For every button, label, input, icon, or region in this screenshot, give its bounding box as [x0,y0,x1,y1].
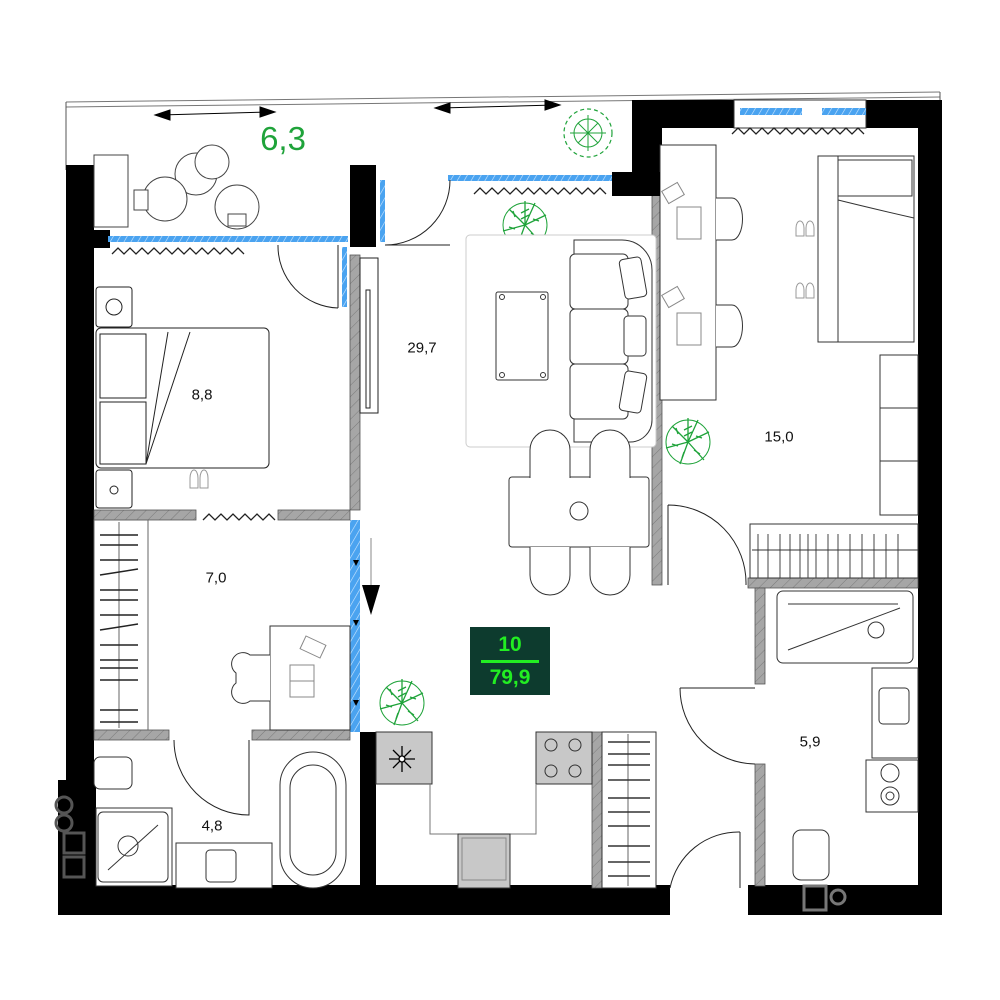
bathroom-2-area-label: 5,9 [799,733,821,751]
balcony-area-label: 6,3 [260,120,306,157]
balcony-furniture [93,140,278,230]
master-bedroom-area-label: 15,0 [764,428,794,446]
living-kitchen-area-label: 29,7 [407,339,437,357]
bathroom-1-fixtures [54,751,347,889]
fridge-snowflake-icon [389,746,415,772]
entry-arrow [362,538,380,615]
master-bedroom-furniture [659,144,919,579]
structural-columns [612,122,680,196]
badge-divider [481,659,539,663]
exterior-walls [58,100,942,915]
living-furniture [465,234,657,596]
kitchen-fixtures [375,731,657,889]
bathroom-1-area-label: 4,8 [201,817,223,835]
apartment-total-area: 79,9 [489,665,531,689]
doors [173,179,756,889]
sliding-arrows [153,99,562,121]
windows [108,99,867,732]
plant-icons [379,108,711,726]
study-area-label: 7,0 [205,569,227,587]
study-desk [231,625,351,731]
bathroom-2-fixtures [776,590,919,912]
bedroom-area-label: 8,8 [191,386,213,404]
apartment-badge: 10 79,9 [470,627,550,695]
curtains [111,127,865,521]
wardrobe-rack [93,519,149,731]
apartment-number: 10 [498,632,522,656]
bedroom-furniture [95,257,379,509]
balcony-frame [65,91,941,170]
